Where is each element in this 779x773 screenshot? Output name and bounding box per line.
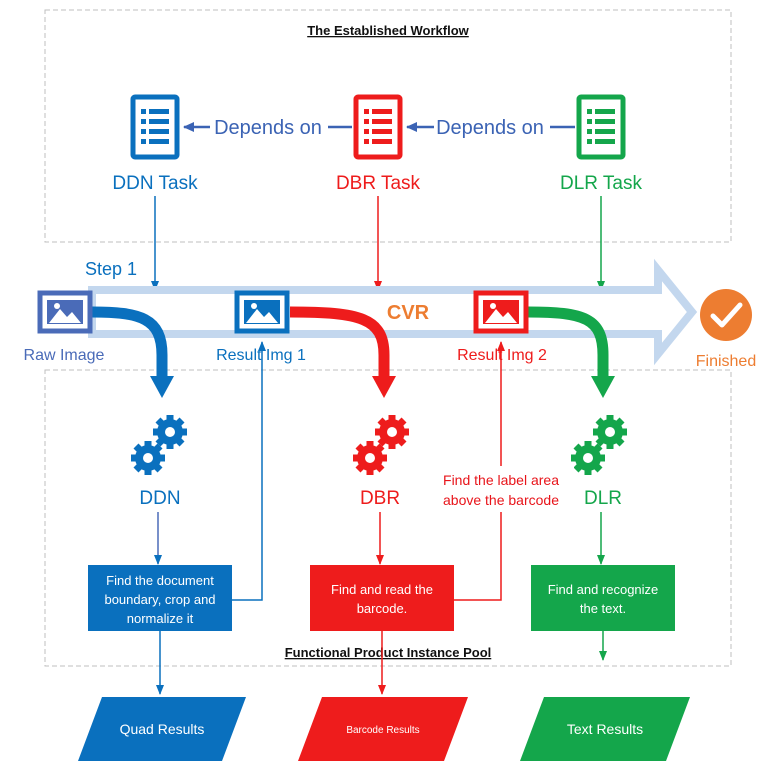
ddn-flow-arrow <box>91 306 168 378</box>
workflow-frame <box>44 9 732 243</box>
dbr-flow-arrowhead <box>372 376 396 398</box>
dlr-flow-arrow <box>527 306 609 378</box>
step-label: Step 1 <box>85 259 137 279</box>
ddn-result-feedback-arrow <box>232 341 266 601</box>
label-area-note-bg <box>428 466 574 512</box>
pool-frame <box>44 369 732 667</box>
dbr-box-line-2: barcode. <box>357 601 408 616</box>
raw-image-label: Raw Image <box>24 347 105 364</box>
dlr-flow-arrowhead <box>591 376 615 398</box>
dlr-box-line-1: Find and recognize <box>548 582 659 597</box>
dlr-task-label: DLR Task <box>560 173 643 194</box>
text-results-shape <box>520 697 690 761</box>
result-img-2-icon <box>476 293 526 331</box>
quad-results-label: Quad Results <box>120 721 205 737</box>
quad-results-shape <box>78 697 246 761</box>
dbr-task-label: DBR Task <box>336 173 421 194</box>
dbr-box-line-1: Find and read the <box>331 582 433 597</box>
cvr-label: CVR <box>387 302 430 324</box>
label-area-note-line-1: Find the label area <box>443 472 559 488</box>
dlr-engine-label: DLR <box>584 488 622 509</box>
text-results-label: Text Results <box>567 721 643 737</box>
finished-circle <box>700 289 752 341</box>
result-img-1-icon <box>237 293 287 331</box>
ddn-flow-arrowhead <box>150 376 174 398</box>
dlr-gears-icon <box>571 415 627 475</box>
result-img-2-label: Result Img 2 <box>457 347 547 364</box>
ddn-task-list-icon <box>133 97 177 157</box>
dlr-task-list-icon <box>579 97 623 157</box>
ddn-box-line-3: normalize it <box>127 611 194 626</box>
ddn-gears-icon <box>131 415 187 475</box>
ddn-box-line-2: boundary, crop and <box>104 592 215 607</box>
depends-on-label-1: Depends on <box>214 117 322 139</box>
dlr-action-box <box>531 565 675 631</box>
dbr-engine-label: DBR <box>360 488 400 509</box>
barcode-results-shape <box>298 697 468 761</box>
dlr-box-line-2: the text. <box>580 601 626 616</box>
ddn-box-line-1: Find the document <box>106 573 214 588</box>
dbr-gears-icon <box>353 415 409 475</box>
dbr-flow-arrow <box>289 306 390 378</box>
workflow-title: The Established Workflow <box>307 23 469 38</box>
checkmark-icon <box>710 302 743 328</box>
depends-on-label-2: Depends on <box>436 117 544 139</box>
ddn-action-box <box>88 565 232 631</box>
label-area-note-line-2: above the barcode <box>443 492 559 508</box>
barcode-results-label: Barcode Results <box>346 725 419 736</box>
ddn-engine-label: DDN <box>139 488 180 509</box>
ddn-task-label: DDN Task <box>112 173 198 194</box>
raw-image-icon <box>40 293 90 331</box>
pool-title: Functional Product Instance Pool <box>285 645 492 660</box>
finished-label: Finished <box>696 353 756 370</box>
dbr-result-feedback-arrow <box>454 341 505 601</box>
dbr-action-box <box>310 565 454 631</box>
result-img-1-label: Result Img 1 <box>216 347 306 364</box>
dbr-task-list-icon <box>356 97 400 157</box>
